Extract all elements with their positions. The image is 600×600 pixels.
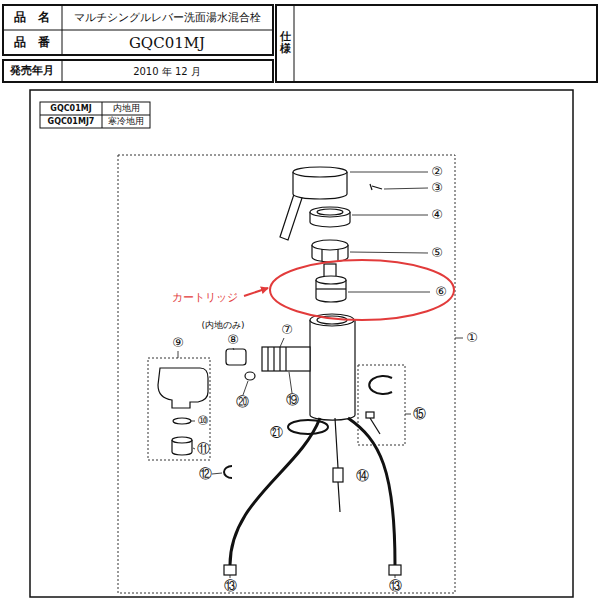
model-code: GQC01MJ7 — [48, 118, 95, 127]
dotted-groups — [118, 155, 455, 593]
callout-number: ⑮ — [413, 407, 426, 421]
callout-number: ⑳ — [236, 395, 249, 409]
faucet-parts — [158, 167, 401, 575]
callout-number: ⑩ — [197, 414, 209, 428]
callout-number: ⑲ — [286, 393, 299, 407]
callout-number: ⑬ — [389, 579, 402, 593]
callout-number: ④ — [431, 208, 443, 222]
model-code: GQC01MJ — [50, 105, 91, 114]
callout-number: ③ — [431, 181, 443, 195]
highlight-ellipse — [270, 260, 454, 320]
callout-number: ⑥ — [435, 285, 447, 299]
callout-number: ⑪ — [197, 442, 210, 456]
table-cell: GQC01MJ — [129, 35, 205, 52]
model-note: 寒冷地用 — [108, 117, 144, 127]
red-arrow — [244, 288, 268, 296]
callout-number: ㉑ — [270, 426, 283, 440]
callout-number: ⑫ — [199, 467, 212, 481]
model-table — [40, 102, 150, 128]
callout-number: ⑤ — [431, 246, 443, 260]
header-table — [3, 5, 597, 82]
table-header: 品 名 — [14, 11, 50, 24]
table-cell: 2010 年 12 月 — [133, 66, 201, 77]
table-header: 発売年月 — [10, 65, 54, 77]
callout-number: ⑭ — [356, 469, 369, 483]
callout-number: ⑧ — [227, 333, 239, 347]
leader-lines — [178, 172, 463, 578]
callout-number: ① — [466, 331, 478, 345]
part-name: カートリッジ — [172, 292, 238, 304]
drawing-frame — [30, 90, 573, 597]
table-header: 仕様 — [280, 31, 291, 55]
note: (内地のみ) — [201, 321, 244, 331]
model-note: 内地用 — [113, 104, 140, 114]
callout-number: ⑬ — [224, 579, 237, 593]
table-cell: マルチシングルレバー洗面湯水混合栓 — [74, 12, 261, 24]
callout-number: ⑦ — [281, 323, 293, 337]
table-header: 品 番 — [14, 36, 50, 49]
callout-number: ② — [431, 165, 443, 179]
callout-number: ⑨ — [172, 336, 184, 350]
